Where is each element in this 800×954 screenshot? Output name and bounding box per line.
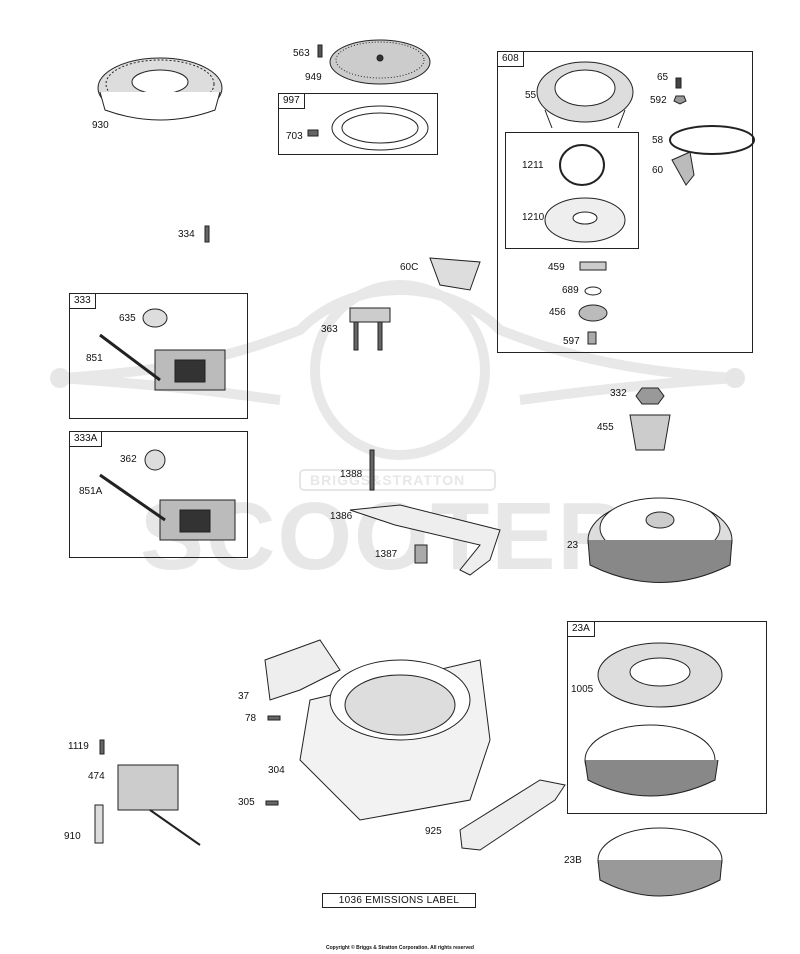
part-label: 1386 bbox=[330, 511, 353, 522]
kit-number-333: 333 bbox=[70, 294, 96, 309]
part-23-flywheel bbox=[587, 497, 733, 583]
part-label: 925 bbox=[425, 826, 442, 837]
part-label: 65 bbox=[657, 72, 669, 83]
kit-box-997: 997 bbox=[278, 93, 438, 155]
part-label: 851 bbox=[86, 353, 103, 364]
part-label: 689 bbox=[562, 285, 579, 296]
part-label: 55 bbox=[525, 90, 537, 101]
part-label: 60 bbox=[652, 165, 664, 176]
part-label: 332 bbox=[610, 388, 627, 399]
part-label: 563 bbox=[293, 48, 310, 59]
part-930-shroud bbox=[97, 57, 223, 121]
part-label: 456 bbox=[549, 307, 566, 318]
kit-number-23a: 23A bbox=[568, 622, 595, 637]
kit-box-333a: 333A bbox=[69, 431, 248, 558]
copyright-notice: Copyright © Briggs & Stratton Corporatio… bbox=[326, 945, 474, 951]
part-label: 597 bbox=[563, 336, 580, 347]
part-label: 58 bbox=[652, 135, 664, 146]
part-label: 949 bbox=[305, 72, 322, 83]
part-304-blower-housing bbox=[299, 659, 491, 821]
part-label: 1005 bbox=[571, 684, 594, 695]
part-label: 362 bbox=[120, 454, 137, 465]
kit-box-23a: 23A bbox=[567, 621, 767, 814]
part-label: 592 bbox=[650, 95, 667, 106]
part-label: 1388 bbox=[340, 469, 363, 480]
watermark-brand: BRIGGS&STRATTON bbox=[310, 472, 466, 488]
part-label: 930 bbox=[92, 120, 109, 131]
part-label: 459 bbox=[548, 262, 565, 273]
part-label: 305 bbox=[238, 797, 255, 808]
kit-box-333: 333 bbox=[69, 293, 248, 419]
kit-box-608: 608 bbox=[497, 51, 753, 353]
part-label: 334 bbox=[178, 229, 195, 240]
part-label: 474 bbox=[88, 771, 105, 782]
part-55-housing bbox=[536, 61, 634, 129]
part-label: 60C bbox=[400, 262, 419, 273]
part-label: 455 bbox=[597, 422, 614, 433]
kit-number-333a: 333A bbox=[70, 432, 103, 447]
part-label: 37 bbox=[238, 691, 250, 702]
part-label: 910 bbox=[64, 831, 81, 842]
sub-box-1210-1211 bbox=[505, 132, 639, 249]
part-label: 78 bbox=[245, 713, 257, 724]
part-label: 363 bbox=[321, 324, 338, 335]
part-label: 1387 bbox=[375, 549, 398, 560]
part-label: 851A bbox=[79, 486, 103, 497]
part-label: 1119 bbox=[68, 741, 89, 752]
part-label: 304 bbox=[268, 765, 285, 776]
part-label: 635 bbox=[119, 313, 136, 324]
kit-number-997: 997 bbox=[279, 94, 305, 109]
part-949-grille bbox=[329, 39, 431, 85]
part-label: 23B bbox=[564, 855, 582, 866]
emissions-label: 1036 EMISSIONS LABEL bbox=[322, 893, 476, 908]
part-label: 23 bbox=[567, 540, 579, 551]
kit-number-608: 608 bbox=[498, 52, 524, 67]
part-label: 1211 bbox=[522, 160, 544, 171]
part-label: 1210 bbox=[522, 212, 545, 223]
part-label: 703 bbox=[286, 131, 303, 142]
